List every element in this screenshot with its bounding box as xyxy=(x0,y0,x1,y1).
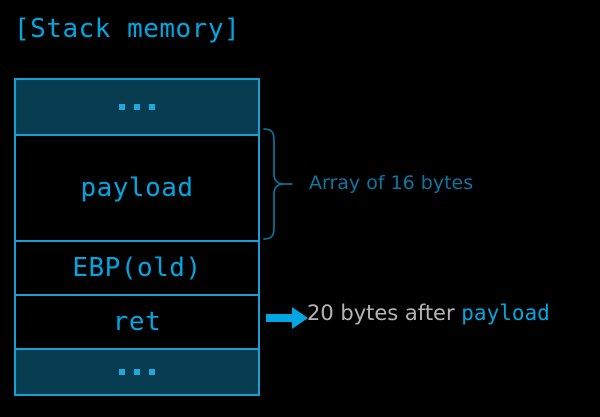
stack-cell-label-payload: payload xyxy=(80,173,194,203)
ellipsis-icon xyxy=(119,369,155,375)
ellipsis-icon xyxy=(119,104,155,110)
stack-cell-label-ret: ret xyxy=(112,307,162,337)
stack-cell-ret: ret xyxy=(16,294,258,348)
right-arrow-icon xyxy=(266,306,310,330)
curly-brace-icon xyxy=(262,128,298,240)
ret-offset-accent: payload xyxy=(461,301,550,325)
stack-cell-ellipsis-top xyxy=(16,80,258,134)
stack-cell-ellipsis-bottom xyxy=(16,348,258,394)
stack-cell-payload: payload xyxy=(16,134,258,240)
stack-cell-ebp-old: EBP(old) xyxy=(16,240,258,294)
ret-offset-annotation: 20 bytes after payload xyxy=(307,303,550,324)
page-title: [Stack memory] xyxy=(14,14,241,44)
array-size-annotation: Array of 16 bytes xyxy=(309,172,474,194)
stack-memory-box: payload EBP(old) ret xyxy=(14,78,260,396)
ret-offset-prefix: 20 bytes after xyxy=(307,301,462,325)
stack-cell-label-ebp-old: EBP(old) xyxy=(72,253,202,283)
